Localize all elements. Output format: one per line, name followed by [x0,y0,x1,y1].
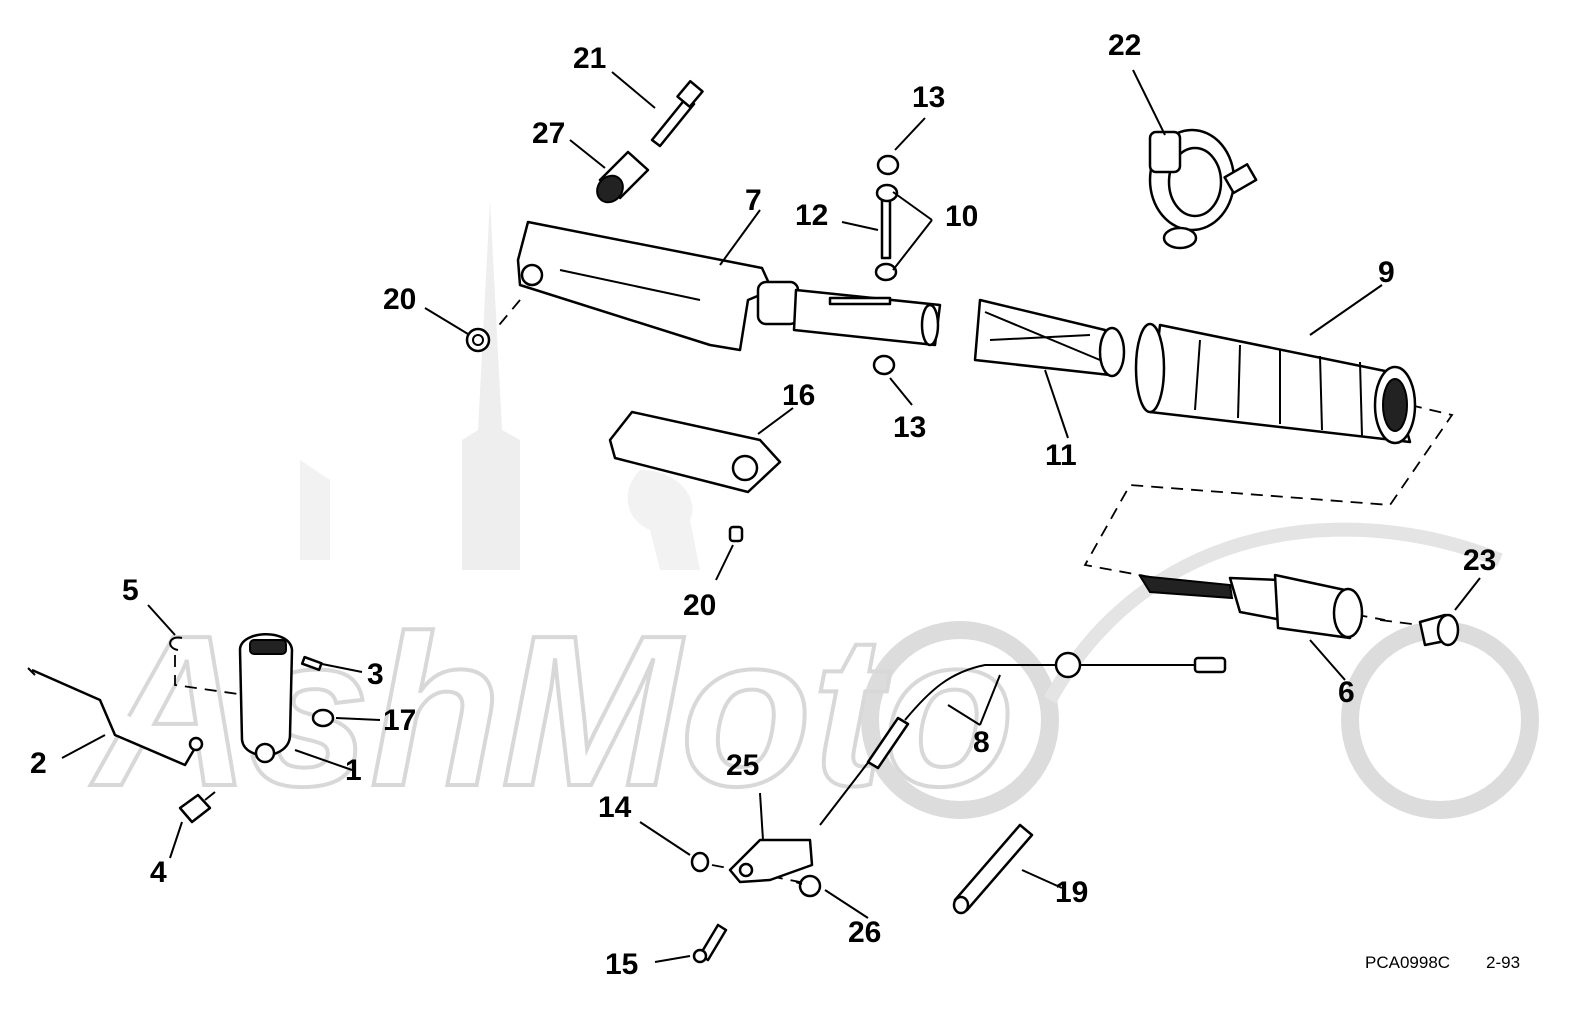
assembly-lines [174,299,1454,883]
part-11-sleeve [973,298,1126,378]
part-5-clip [169,636,183,651]
part-22-bolt [650,79,704,148]
callout-21: 20 [383,283,416,316]
part-10-nuts [874,183,899,282]
part-27-spacer [596,150,650,204]
callout-6: 6 [1338,676,1355,709]
callout-12: 12 [795,199,828,232]
callout-17: 17 [383,704,416,737]
callout-23: 22 [1108,29,1141,62]
callout-4: 4 [150,856,167,889]
callout-3: 3 [367,658,384,691]
part-13-nuts [872,154,900,376]
part-19-tube [952,823,1034,915]
footer: PCA0998C 2-93 [1365,953,1520,972]
callout-labels: 21 27 7 12 10 13 13 20 22 9 11 16 20 23 … [30,29,1496,981]
callout-13-top: 13 [912,81,945,114]
part-9-grip [1134,322,1417,445]
part-24-cap [1418,613,1460,647]
part-6-throttle-shaft [1138,573,1364,640]
part-3-key [300,655,323,672]
part-15-terminal [692,923,728,964]
callout-26: 26 [848,916,881,949]
part-1-lever [238,633,294,764]
callout-27: 27 [532,117,565,150]
part-25-bracket [728,838,814,884]
watermark: AshMoto [88,200,1539,833]
callout-7: 7 [745,184,762,217]
part-7-handle-arm [516,220,942,352]
callout-1: 1 [345,754,362,787]
callout-8: 8 [973,726,990,759]
callout-25: 25 [726,749,759,782]
leader-lines [61,69,1481,963]
part-21-nut [465,327,491,353]
callout-16: 16 [782,379,815,412]
part-2-rod [27,667,204,767]
drawing-code: PCA0998C [1365,953,1450,972]
part-16-bracket [608,410,782,494]
watermark-text: AshMoto [90,590,1015,831]
drawing-date: 2-93 [1486,953,1520,972]
callout-14: 14 [598,791,632,824]
callout-19: 19 [1055,876,1088,909]
part-17-washer [311,708,335,728]
callout-5: 5 [122,574,139,607]
part-12-pin [880,198,892,260]
part-23-clamp [1148,128,1258,250]
callout-13-bottom: 13 [893,411,926,444]
callout-2: 2 [30,747,47,780]
callout-15: 15 [605,948,638,981]
part-20-screw [728,525,744,543]
callout-10: 10 [945,200,978,233]
part-8-cable [819,651,1227,826]
callout-22: 21 [573,42,606,75]
callout-20: 20 [683,589,716,622]
callout-24: 23 [1463,544,1496,577]
part-14-washer [690,851,710,873]
callout-9: 9 [1378,256,1395,289]
part-26-screw [795,874,822,898]
callout-11: 11 [1045,439,1077,472]
part-4-pin [178,791,216,824]
